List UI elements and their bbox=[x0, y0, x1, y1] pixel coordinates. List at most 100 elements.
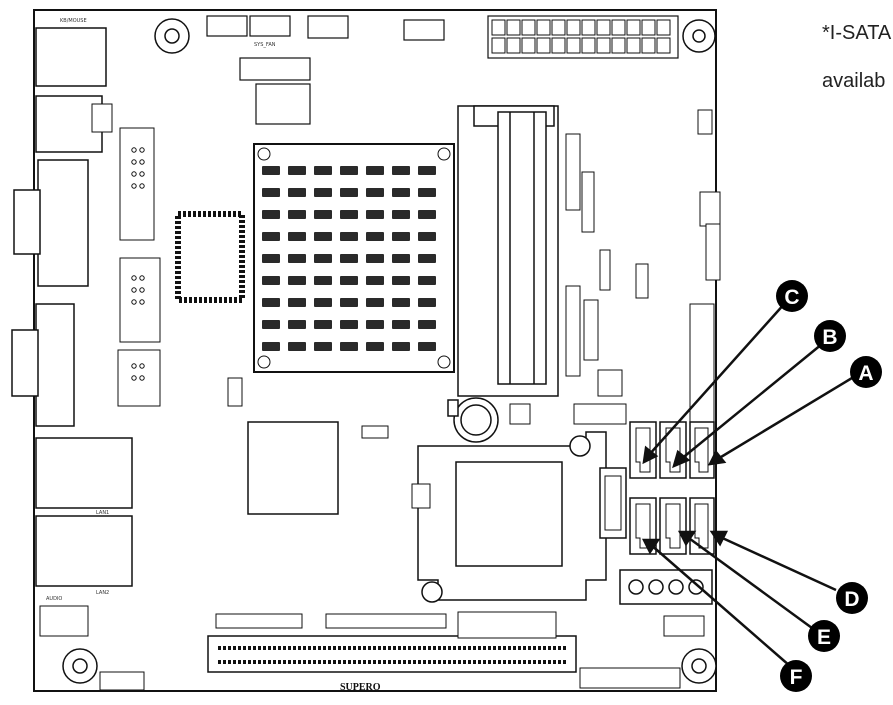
heatsink-fin bbox=[340, 342, 358, 351]
vga-port bbox=[37, 159, 89, 287]
heatsink-fin bbox=[340, 166, 358, 175]
sata-port-f bbox=[629, 497, 657, 555]
heatsink-fin bbox=[366, 166, 384, 175]
heatsink-fin bbox=[340, 232, 358, 241]
com-header bbox=[117, 349, 161, 407]
battery-holder-top bbox=[239, 57, 311, 81]
heatsink-fin bbox=[366, 342, 384, 351]
kb-mouse-label: KB/MOUSE bbox=[60, 18, 87, 24]
heatsink-fin bbox=[418, 276, 436, 285]
heatsink-fin bbox=[392, 232, 410, 241]
com-usb-headers bbox=[91, 103, 161, 407]
heatsink-fin bbox=[288, 320, 306, 329]
lan2-label: LAN2 bbox=[96, 590, 109, 596]
usb-header-1 bbox=[119, 127, 155, 241]
heatsink-fin bbox=[262, 254, 280, 263]
arrowhead-b bbox=[672, 449, 691, 469]
rear-io-ports bbox=[11, 27, 133, 587]
heatsink-fin bbox=[314, 342, 332, 351]
io-chip bbox=[175, 211, 245, 303]
power-connector-4pin bbox=[619, 569, 713, 605]
heatsink-fin bbox=[288, 342, 306, 351]
heatsink-fin bbox=[392, 320, 410, 329]
lan2-port bbox=[35, 515, 133, 587]
heatsink-fin bbox=[340, 298, 358, 307]
usb-type-a-port bbox=[599, 467, 627, 539]
header-pins bbox=[131, 147, 145, 381]
pch-retention bbox=[417, 431, 607, 603]
heatsink-fin bbox=[418, 320, 436, 329]
callout-f-letter: F bbox=[790, 666, 803, 689]
leader-c bbox=[647, 301, 787, 457]
heatsink-fin bbox=[366, 232, 384, 241]
heatsink-fins bbox=[262, 166, 436, 351]
leader-f bbox=[649, 543, 791, 667]
heatsink-fin bbox=[288, 232, 306, 241]
leader-d bbox=[717, 534, 837, 592]
isata-note-line-2: availab bbox=[822, 70, 886, 92]
heatsink-fin bbox=[418, 210, 436, 219]
usb-port-stack bbox=[35, 95, 103, 153]
leader-b bbox=[679, 343, 823, 461]
header-strip-2 bbox=[509, 403, 531, 425]
callout-markers: C B A D E F bbox=[776, 280, 882, 692]
heatsink-fin bbox=[418, 298, 436, 307]
heatsink-fin bbox=[366, 254, 384, 263]
bottom-headers bbox=[39, 605, 705, 691]
heatsink-fin bbox=[418, 232, 436, 241]
callout-leaders bbox=[641, 301, 853, 667]
jumper-1 bbox=[91, 103, 113, 133]
heatsink-fin bbox=[392, 166, 410, 175]
callout-e-letter: E bbox=[817, 626, 831, 649]
callout-a-letter: A bbox=[858, 362, 873, 385]
arrowhead-e bbox=[677, 530, 697, 547]
heatsink-fin bbox=[418, 188, 436, 197]
leader-e bbox=[685, 534, 813, 630]
header-strip bbox=[573, 403, 627, 425]
pci-slot bbox=[207, 611, 577, 673]
sata-port-c bbox=[629, 421, 657, 479]
usb-header-2 bbox=[119, 257, 161, 343]
heatsink-fin bbox=[288, 188, 306, 197]
heatsink-fin bbox=[314, 254, 332, 263]
heatsink-fin bbox=[314, 298, 332, 307]
dvi-port-flange bbox=[11, 329, 39, 397]
cpu-fan-block bbox=[255, 83, 311, 125]
sys-fan-label: SYS_FAN bbox=[254, 42, 276, 48]
heatsink-fin bbox=[340, 210, 358, 219]
small-capacitor bbox=[411, 483, 431, 509]
southbridge-chip bbox=[247, 421, 339, 515]
heatsink-fin bbox=[392, 188, 410, 197]
heatsink-fin bbox=[340, 254, 358, 263]
leader-a bbox=[715, 376, 853, 462]
heatsink-fin bbox=[262, 232, 280, 241]
dvi-port bbox=[35, 303, 75, 427]
heatsink-fin bbox=[288, 210, 306, 219]
audio-label: AUDIO bbox=[46, 596, 62, 602]
cpu-heatsink bbox=[253, 143, 455, 373]
heatsink-fin bbox=[366, 298, 384, 307]
heatsink-fin bbox=[366, 210, 384, 219]
heatsink-fin bbox=[392, 254, 410, 263]
sys-fan-connector-1 bbox=[206, 15, 248, 37]
arrowhead-f bbox=[641, 538, 661, 555]
heatsink-fin bbox=[418, 166, 436, 175]
heatsink-fin bbox=[288, 166, 306, 175]
heatsink-fin bbox=[392, 210, 410, 219]
heatsink-fin bbox=[366, 276, 384, 285]
heatsink-fin bbox=[314, 276, 332, 285]
sata-port-b bbox=[659, 421, 687, 479]
callout-c-letter: C bbox=[784, 286, 799, 309]
callout-a: A bbox=[850, 356, 882, 388]
callout-e: E bbox=[808, 620, 840, 652]
dimm-slot bbox=[457, 105, 559, 397]
mounting-holes bbox=[62, 18, 717, 684]
sata-port-d bbox=[689, 497, 715, 555]
arrowhead-d bbox=[709, 530, 729, 547]
small-chip bbox=[227, 377, 243, 407]
front-panel-header bbox=[403, 19, 445, 41]
heatsink-fin bbox=[392, 298, 410, 307]
heatsink-fin bbox=[340, 276, 358, 285]
callout-b-letter: B bbox=[822, 326, 837, 349]
callout-c: C bbox=[776, 280, 808, 312]
